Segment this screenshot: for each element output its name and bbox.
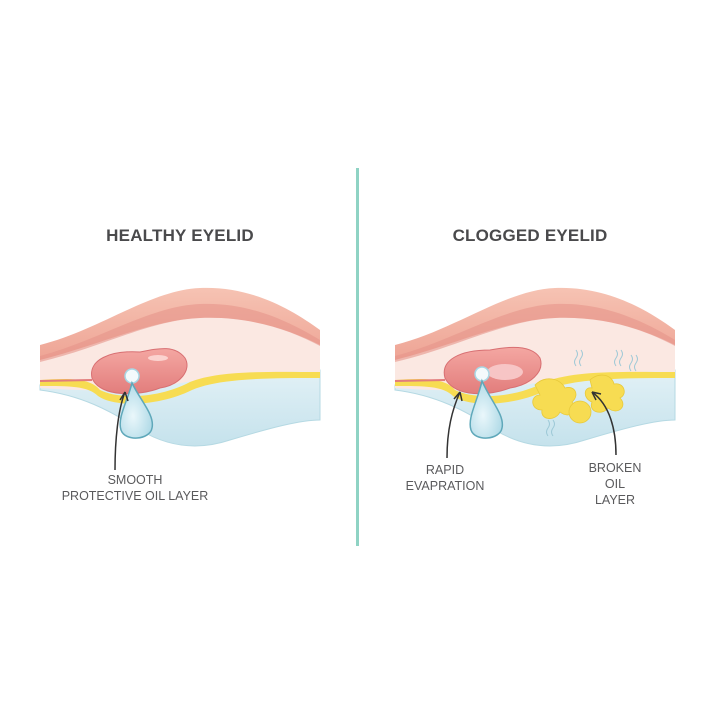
panel-divider: [356, 168, 359, 546]
clogged-eyelid-illustration: [394, 287, 676, 459]
rapid-evaporation-label: RAPID EVAPRATION: [395, 462, 495, 494]
label-line: OIL: [604, 477, 626, 491]
label-line: PROTECTIVE OIL LAYER: [61, 489, 209, 503]
broken-oil-blobs: [532, 374, 625, 424]
broken-oil-layer-label: BROKEN OIL LAYER: [580, 460, 650, 508]
label-line: SMOOTH: [107, 473, 163, 487]
healthy-eyelid-title: HEALTHY EYELID: [106, 226, 254, 245]
smooth-oil-layer-label: SMOOTH PROTECTIVE OIL LAYER: [40, 472, 230, 504]
healthy-eyelid-illustration: [39, 287, 321, 471]
label-line: RAPID: [425, 463, 465, 477]
label-line: LAYER: [594, 493, 636, 507]
evaporation-waves: [546, 349, 638, 437]
label-line: BROKEN: [588, 461, 642, 475]
label-line: EVAPRATION: [405, 479, 485, 493]
clogged-eyelid-title: CLOGGED EYELID: [452, 226, 608, 245]
